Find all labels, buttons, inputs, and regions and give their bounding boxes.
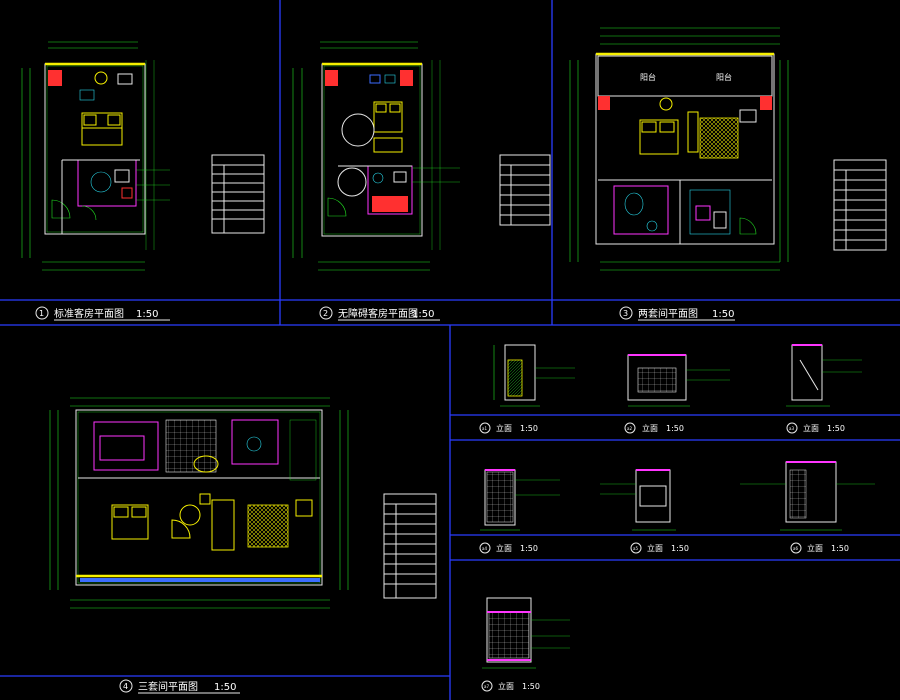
svg-text:3: 3 [623,309,628,318]
svg-text:立面: 立面 [803,423,819,433]
plan-two-suite: 阳台 阳台 [569,27,887,271]
elevation-a1-drawing [493,344,575,407]
elevation-title-a1: a1 立面 1:50 [479,422,538,434]
svg-text:1:50: 1:50 [666,424,684,433]
plan-three-suite [49,397,437,609]
svg-text:标准客房平面图: 标准客房平面图 [54,307,124,320]
plan-title-3: 3 两套间平面图 1:50 [619,306,735,321]
svg-text:立面: 立面 [807,543,823,553]
svg-text:1:50: 1:50 [712,309,734,320]
svg-text:1:50: 1:50 [412,309,434,320]
plan-accessible-room [292,41,551,271]
svg-text:两套间平面图: 两套间平面图 [638,307,698,320]
elevation-title-a5: a5 立面 1:50 [630,542,689,554]
elevation-title-a7: a7 立面 1:50 [481,680,540,692]
svg-text:1:50: 1:50 [214,682,236,693]
svg-text:1:50: 1:50 [520,424,538,433]
svg-text:4: 4 [123,682,128,691]
svg-text:a5: a5 [633,546,638,551]
plan-title-4: 4 三套间平面图 1:50 [119,679,240,694]
svg-text:1:50: 1:50 [671,544,689,553]
svg-text:立面: 立面 [498,681,514,691]
svg-text:a2: a2 [627,426,632,431]
svg-text:立面: 立面 [647,543,663,553]
elevation-title-a2: a2 立面 1:50 [624,422,684,434]
elevation-title-a3: a3 立面 1:50 [786,422,845,434]
svg-text:立面: 立面 [496,543,512,553]
elevation-a6-drawing [740,461,875,531]
svg-text:a7: a7 [484,684,489,689]
room-label-balcony-1: 阳台 [640,72,656,82]
elevation-a4-drawing [480,469,560,531]
elevation-a2-drawing [627,354,730,407]
svg-text:三套间平面图: 三套间平面图 [138,680,198,693]
plan-title-1: 1 标准客房平面图 1:50 [35,306,170,321]
elevation-a5-drawing [600,469,676,531]
circle-number-icon [319,306,333,320]
svg-text:a3: a3 [789,426,794,431]
svg-text:立面: 立面 [642,423,658,433]
elevation-a3-drawing [786,344,862,407]
elevation-a7-drawing [482,597,570,669]
svg-text:a4: a4 [482,546,487,551]
svg-text:1: 1 [39,309,44,318]
svg-text:1:50: 1:50 [522,682,540,691]
svg-text:1:50: 1:50 [136,309,158,320]
room-label-balcony-2: 阳台 [716,72,732,82]
svg-text:a6: a6 [793,546,798,551]
circle-number-icon [35,306,49,320]
elevation-title-a6: a6 立面 1:50 [790,542,849,554]
plan-title-2: 2 无障碍客房平面图 1:50 [319,306,440,321]
circle-number-icon [119,679,133,693]
svg-text:1:50: 1:50 [831,544,849,553]
svg-text:立面: 立面 [496,423,512,433]
svg-text:a1: a1 [482,426,487,431]
plan-standard-room [21,41,265,271]
svg-text:1:50: 1:50 [827,424,845,433]
svg-text:2: 2 [323,309,328,318]
svg-text:1:50: 1:50 [520,544,538,553]
elevation-title-a4: a4 立面 1:50 [479,542,538,554]
svg-text:无障碍客房平面图: 无障碍客房平面图 [338,307,418,320]
circle-number-icon [619,306,633,320]
